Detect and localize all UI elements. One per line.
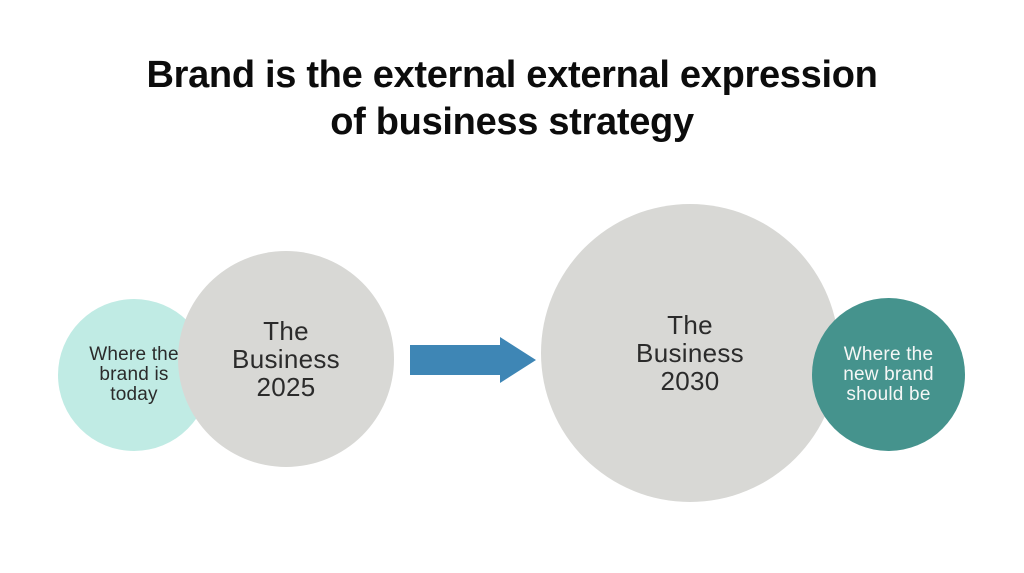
- future-brand-label-line-3: should be: [846, 383, 931, 405]
- current-brand-label-line-1: Where the: [89, 344, 179, 365]
- business-2030-label: The Business 2030: [636, 311, 744, 395]
- business-2025-label: The Business 2025: [232, 317, 340, 401]
- business-2025-label-line-3: 2025: [256, 372, 316, 402]
- business-2025-label-line-2: Business: [232, 344, 340, 374]
- slide-title: Brand is the external external expressio…: [0, 52, 1024, 146]
- future-brand-label: Where the new brand should be: [843, 343, 934, 405]
- slide-title-line-2: of business strategy: [330, 101, 694, 143]
- business-2030-label-line-1: The: [667, 310, 713, 340]
- current-brand-label: Where the brand is today: [89, 345, 178, 405]
- business-2030-label-line-2: Business: [636, 338, 744, 368]
- business-2030-label-line-3: 2030: [660, 366, 720, 396]
- current-brand-label-line-2: brand is: [99, 364, 169, 385]
- future-brand-label-line-1: Where the: [843, 343, 934, 365]
- business-2025-circle: The Business 2025: [178, 251, 394, 467]
- future-brand-label-line-2: new brand: [843, 363, 934, 385]
- slide-title-line-1: Brand is the external external expressio…: [146, 54, 878, 96]
- right-arrow-icon: [410, 337, 536, 383]
- future-brand-circle: Where the new brand should be: [812, 298, 965, 451]
- current-brand-label-line-3: today: [110, 384, 158, 405]
- business-2030-circle: The Business 2030: [541, 204, 839, 502]
- right-arrow-shape: [410, 337, 536, 383]
- business-2025-label-line-1: The: [263, 316, 309, 346]
